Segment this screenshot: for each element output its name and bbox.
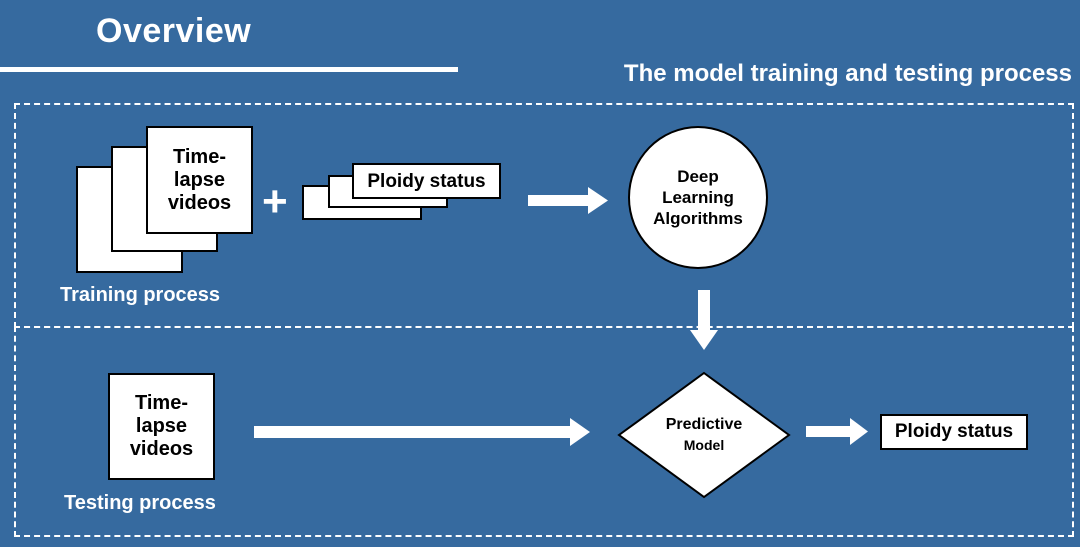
predictive-model-subtitle: Model [683,437,725,453]
ploidy-card-front: Ploidy status [352,163,501,199]
page-title: Overview [96,12,252,50]
diagram-subtitle: The model training and testing process [623,60,1072,87]
training-videos-label: Time- lapse videos [167,145,232,214]
ploidy-status-label: Ploidy status [367,170,486,192]
arrow-to-model [254,418,590,446]
arrow-down-to-model [690,290,718,350]
title-underline [0,67,458,72]
testing-section-frame [14,326,1074,537]
testing-videos-label: Time- lapse videos [129,392,194,460]
plus-sign: + [262,177,288,226]
output-ploidy-status: Ploidy status [880,414,1028,450]
arrow-to-algorithm [528,187,608,214]
arrow-to-output [806,418,868,445]
training-video-card-front: Time- lapse videos [146,126,253,234]
predictive-model-title: Predictive [665,416,743,433]
deep-learning-circle: Deep Learning Algorithms [628,126,768,269]
predictive-model-diamond [617,371,791,499]
predictive-model-label: Predictive Model [644,415,764,455]
testing-process-label: Testing process [64,492,216,514]
deep-learning-label: Deep Learning Algorithms [653,167,743,228]
training-process-label: Training process [60,284,221,306]
testing-video-card: Time- lapse videos [108,373,215,480]
output-ploidy-label: Ploidy status [894,421,1014,442]
